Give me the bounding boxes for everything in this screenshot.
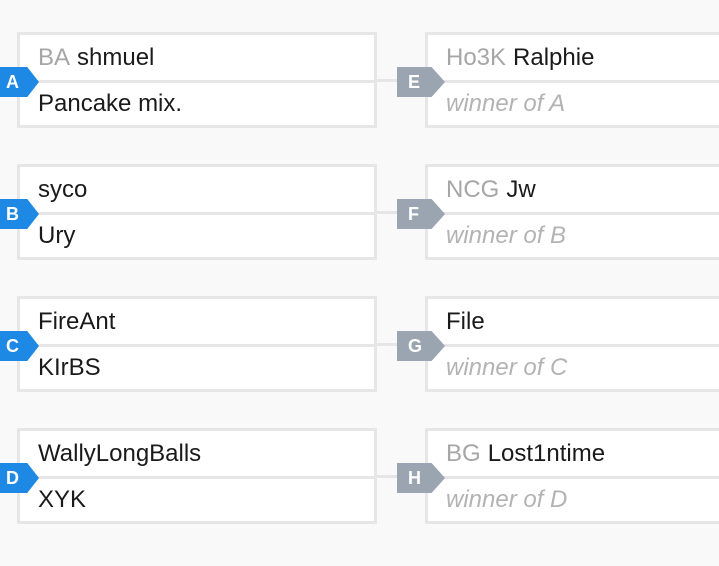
player-name: Ury	[38, 222, 76, 249]
player-name: Lost1ntime	[487, 439, 606, 467]
match-g-bottom-slot[interactable]: winner of C	[428, 344, 719, 389]
player-name: Jw	[506, 175, 536, 203]
player-name: Pancake mix.	[38, 90, 183, 117]
match-a-bottom-slot[interactable]: Pancake mix.	[20, 80, 374, 125]
match-b[interactable]: syco Ury	[17, 164, 377, 260]
match-f-top-slot[interactable]: NCG Jw	[428, 167, 719, 212]
match-e-bottom-slot[interactable]: winner of A	[428, 80, 719, 125]
winner-placeholder: winner of A	[446, 90, 566, 117]
team-tag: BA	[38, 43, 71, 71]
match-d-bottom-slot[interactable]: XYK	[20, 476, 374, 521]
match-c[interactable]: FireAnt KIrBS	[17, 296, 377, 392]
match-b-bottom-slot[interactable]: Ury	[20, 212, 374, 257]
team-tag: BG	[446, 439, 481, 467]
match-f[interactable]: NCG Jw winner of B	[425, 164, 719, 260]
team-tag: NCG	[446, 175, 500, 203]
match-a-top-slot[interactable]: BA shmuel	[20, 35, 374, 80]
match-f-bottom-slot[interactable]: winner of B	[428, 212, 719, 257]
match-h-bottom-slot[interactable]: winner of D	[428, 476, 719, 521]
player-name: syco	[38, 175, 88, 203]
player-name: File	[446, 307, 485, 335]
team-tag: Ho3K	[446, 43, 507, 71]
player-name: FireAnt	[38, 307, 116, 335]
match-a[interactable]: BA shmuel Pancake mix.	[17, 32, 377, 128]
match-h-top-slot[interactable]: BG Lost1ntime	[428, 431, 719, 476]
match-e[interactable]: Ho3K Ralphie winner of A	[425, 32, 719, 128]
winner-placeholder: winner of B	[446, 222, 567, 249]
player-name: XYK	[38, 486, 87, 513]
match-d-top-slot[interactable]: WallyLongBalls	[20, 431, 374, 476]
player-name: WallyLongBalls	[38, 439, 202, 467]
match-g[interactable]: File winner of C	[425, 296, 719, 392]
match-d[interactable]: WallyLongBalls XYK	[17, 428, 377, 524]
player-name: Ralphie	[513, 43, 595, 71]
player-name: shmuel	[77, 43, 155, 71]
match-h[interactable]: BG Lost1ntime winner of D	[425, 428, 719, 524]
match-g-top-slot[interactable]: File	[428, 299, 719, 344]
player-name: KIrBS	[38, 354, 101, 381]
match-b-top-slot[interactable]: syco	[20, 167, 374, 212]
winner-placeholder: winner of D	[446, 486, 568, 513]
winner-placeholder: winner of C	[446, 354, 568, 381]
match-e-top-slot[interactable]: Ho3K Ralphie	[428, 35, 719, 80]
match-c-bottom-slot[interactable]: KIrBS	[20, 344, 374, 389]
match-c-top-slot[interactable]: FireAnt	[20, 299, 374, 344]
